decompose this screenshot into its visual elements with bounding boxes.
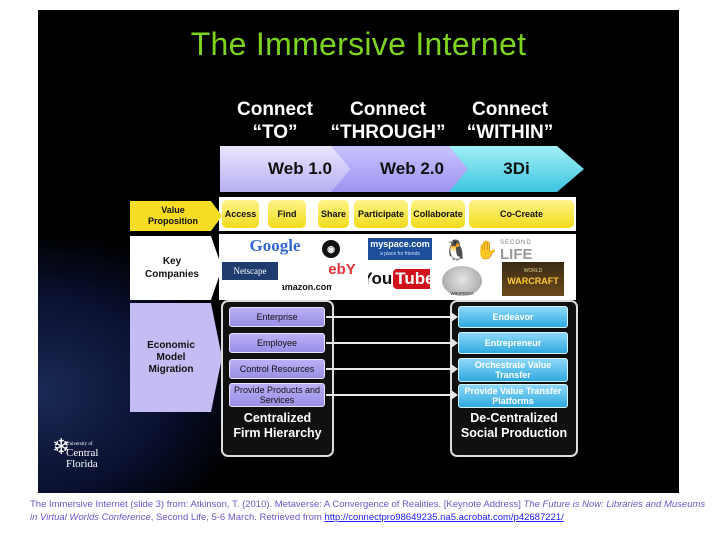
centralized-label: Centralized Firm Hierarchy	[221, 411, 334, 441]
header-connect-within: Connect “WITHIN”	[456, 98, 564, 144]
value-find: Find	[268, 200, 306, 228]
header-line: “THROUGH”	[330, 122, 446, 143]
second-life-top: SECOND	[500, 240, 532, 246]
value-participate: Participate	[354, 200, 408, 228]
header-line: “TO”	[252, 122, 298, 143]
linux-penguin-icon: 🐧	[443, 239, 469, 262]
decentralized-label: De-Centralized Social Production	[450, 411, 578, 441]
economic-model-label: Economic Model Migration	[130, 303, 222, 412]
decentralized-entrepreneur: Entrepreneur	[458, 332, 568, 354]
centralized-provide-products: Provide Products and Services	[229, 383, 325, 407]
header-line: Connect	[350, 99, 426, 120]
value-access: Access	[222, 200, 259, 228]
stage-3di-chevron: 3Di	[449, 146, 584, 192]
panel-label-line: Firm Hierarchy	[233, 426, 322, 440]
ucf-logo: University of Central Florida	[66, 442, 126, 470]
second-life-logo: SECOND LIFE	[500, 239, 572, 263]
myspace-logo: myspace.com a place for friends	[368, 238, 432, 260]
migration-arrow	[326, 312, 458, 322]
row-label-line: Value	[161, 205, 185, 215]
myspace-tagline: a place for friends	[380, 251, 420, 257]
header-line: Connect	[472, 99, 548, 120]
centralized-control-resources: Control Resources	[229, 359, 325, 379]
second-life-bottom: LIFE	[500, 246, 533, 263]
row-label-line: Economic	[147, 339, 195, 351]
youtube-you: You	[368, 269, 393, 288]
caption-text: The Immersive Internet (slide 3) from: A…	[30, 499, 524, 510]
panel-label-line: De-Centralized	[470, 411, 558, 425]
caption-text: , Second Life, 5-6 March. Retrieved from	[150, 512, 325, 523]
caption-italic: The Future is Now: Libraries and Museums…	[30, 499, 706, 523]
digg-alien-icon: ◉	[322, 240, 340, 258]
value-co-create: Co-Create	[469, 200, 574, 228]
row-label-line: Companies	[145, 269, 199, 280]
panel-label-line: Centralized	[243, 411, 312, 425]
row-label-line: Key	[162, 256, 182, 267]
row-label-line: Model	[156, 351, 186, 363]
wow-top: WORLD	[523, 268, 543, 274]
row-label-line: Migration	[148, 363, 194, 375]
myspace-name: myspace.com	[370, 239, 430, 249]
netscape-logo: Netscape	[222, 262, 278, 280]
ucf-line: University of	[66, 442, 93, 447]
header-line: Connect	[237, 99, 313, 120]
header-connect-through: Connect “THROUGH”	[328, 98, 448, 144]
panel-label-line: Social Production	[460, 426, 568, 440]
wikipedia-logo: WIKIPEDIA	[442, 266, 482, 296]
centralized-enterprise: Enterprise	[229, 307, 325, 327]
slide: The Immersive Internet Connect “TO” Conn…	[38, 10, 679, 493]
migration-arrow	[326, 364, 458, 374]
value-collaborate: Collaborate	[411, 200, 465, 228]
decentralized-provide-platforms: Provide Value Transfer Platforms	[458, 384, 568, 408]
migration-arrow	[326, 338, 458, 348]
amazon-logo: amazon.com	[282, 282, 332, 292]
ucf-pegasus-icon: ❄	[52, 434, 71, 459]
youtube-logo: YouTube	[368, 266, 430, 292]
row-label-line: Proposition	[148, 216, 198, 226]
citation-caption: The Immersive Internet (slide 3) from: A…	[30, 498, 710, 524]
slide-title: The Immersive Internet	[190, 26, 527, 62]
google-logo: Google	[249, 236, 301, 255]
centralized-employee: Employee	[229, 333, 325, 353]
youtube-tube: Tube	[393, 269, 430, 289]
decentralized-orchestrate: Orchestrate Value Transfer	[458, 358, 568, 382]
migration-arrow	[326, 390, 458, 400]
key-companies-label: Key Companies	[130, 236, 222, 300]
source-link[interactable]: http://connectpro98649235.na5.acrobat.co…	[324, 512, 564, 523]
header-connect-to: Connect “TO”	[225, 98, 325, 144]
header-line: “WITHIN”	[466, 122, 554, 143]
ucf-line: Central	[66, 447, 99, 459]
world-of-warcraft-logo: WORLD WARCRAFT	[502, 262, 564, 296]
wikipedia-name: WIKIPEDIA	[450, 291, 474, 296]
decentralized-endeavor: Endeavor	[458, 306, 568, 328]
value-proposition-label: Value Proposition	[130, 201, 222, 231]
ebay-logo: ebY	[328, 260, 356, 278]
wow-bottom: WARCRAFT	[507, 276, 559, 286]
second-life-hand-icon: ✋	[476, 239, 498, 260]
ucf-line: Florida	[66, 458, 98, 470]
value-share: Share	[318, 200, 349, 228]
